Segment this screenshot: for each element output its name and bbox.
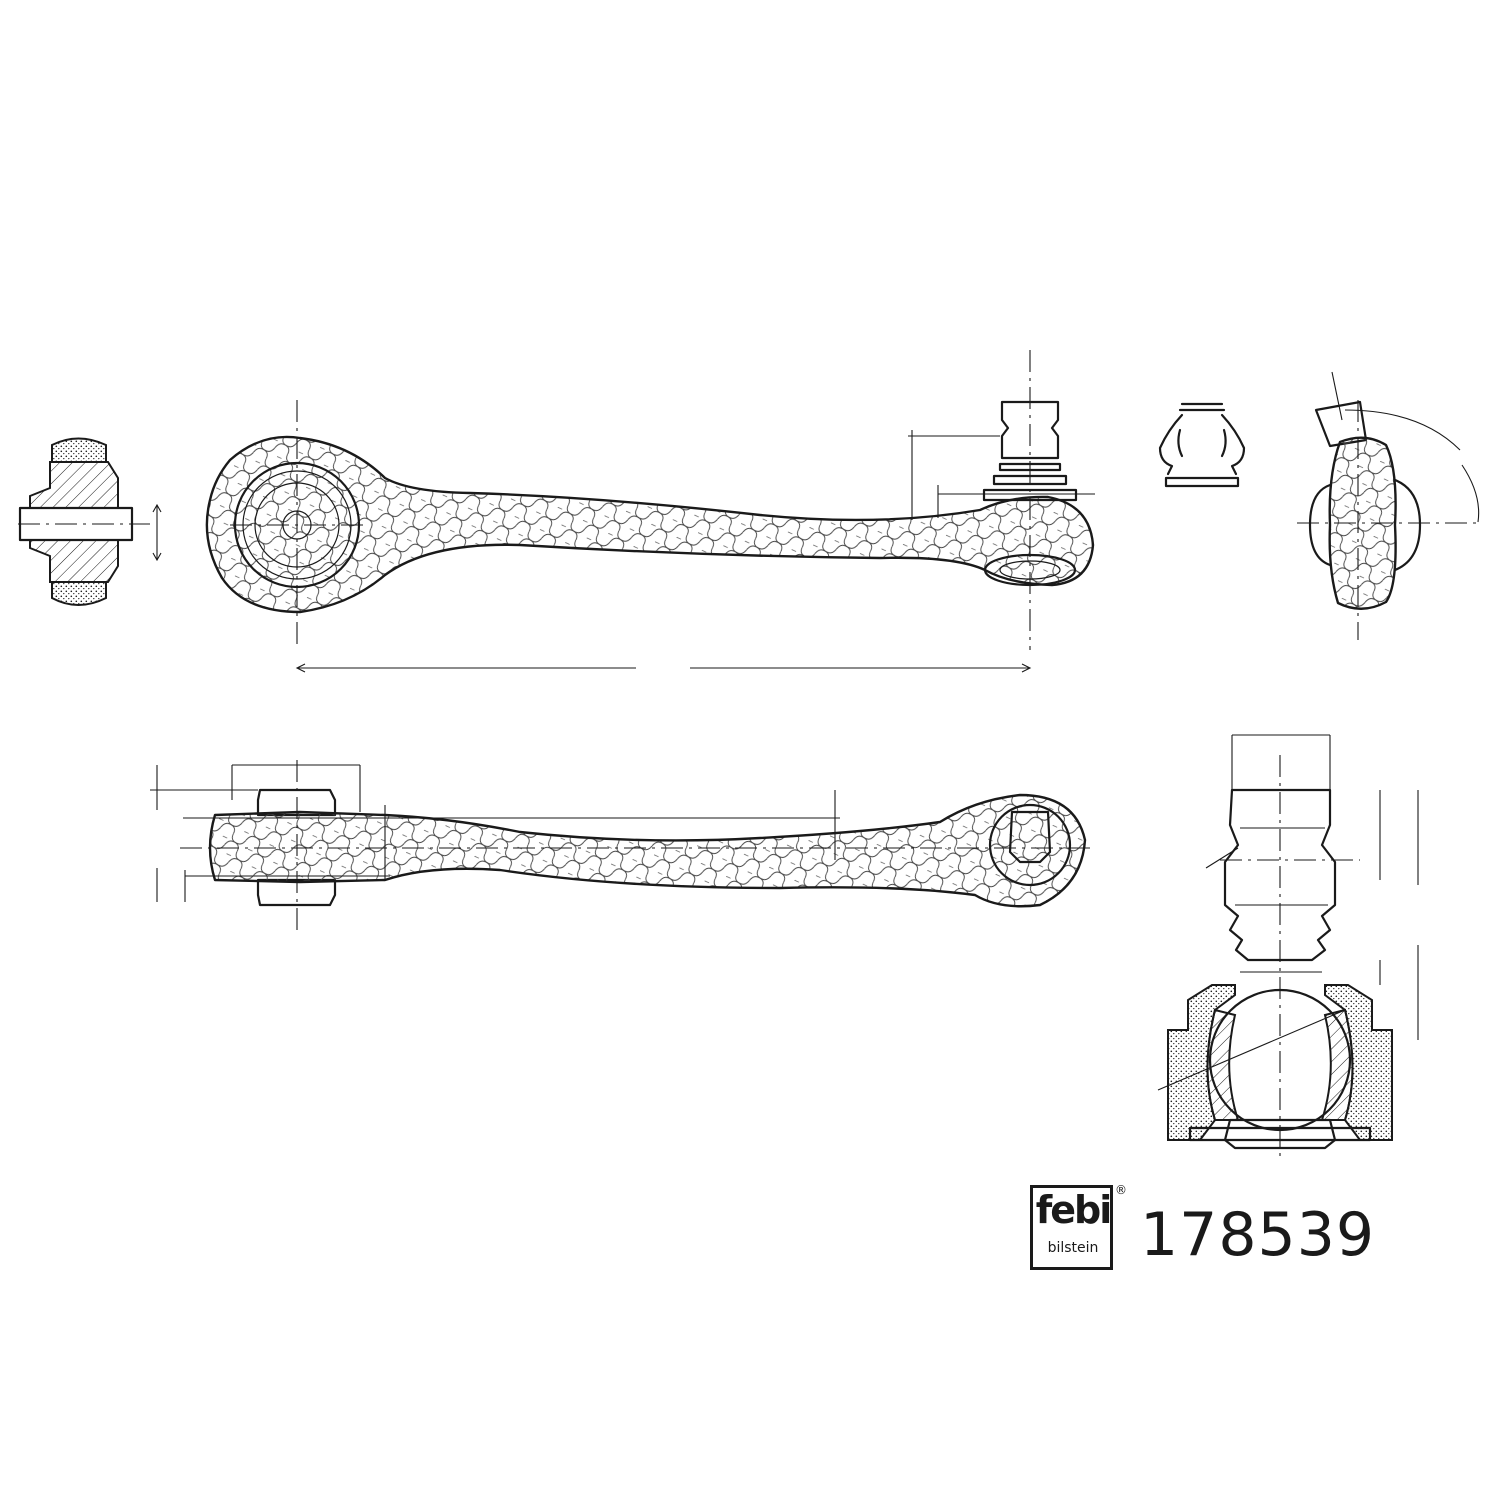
brand-logo: febi bilstein [1030, 1185, 1113, 1270]
side-view [150, 760, 1090, 930]
top-view [205, 350, 1095, 673]
brand-name: febi [1035, 1188, 1113, 1232]
boot-and-clip-view [1158, 402, 1246, 488]
bushing-section-view [18, 437, 162, 606]
brand-subline: bilstein [1047, 1240, 1099, 1256]
part-number: 178539 [1140, 1200, 1376, 1270]
registered-mark: ® [1115, 1183, 1127, 1197]
ball-joint-section-view [1157, 734, 1419, 1160]
end-view [1297, 371, 1480, 640]
